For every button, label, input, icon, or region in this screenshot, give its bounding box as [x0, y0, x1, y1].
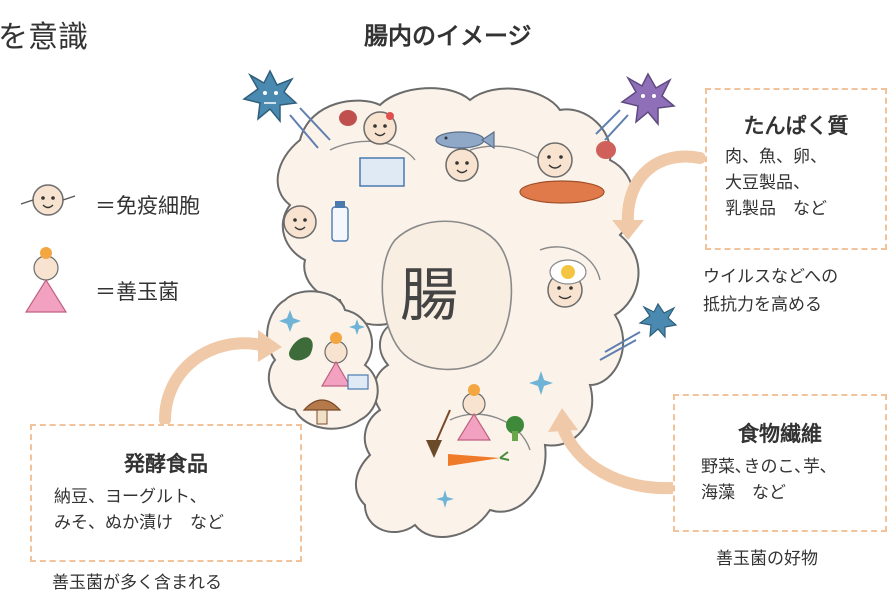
fermented-caption: 善玉菌が多く含まれる	[52, 573, 222, 593]
protein-line: 大豆製品、	[725, 173, 810, 193]
fiber-box: 食物繊維 野菜､きのこ､芋､ 海藻 など	[673, 394, 887, 532]
left-title-fragment: を意識	[0, 20, 88, 55]
fermented-line: みそ、ぬか漬け など	[54, 513, 224, 533]
meat-icon	[339, 110, 357, 126]
intestine-fold	[381, 220, 513, 371]
immune-cell-icon	[537, 142, 573, 178]
protein-caption: 抵抗力を高める	[703, 295, 822, 315]
fermented-title: 発酵食品	[124, 452, 208, 476]
broom-icon	[426, 409, 451, 458]
meat-icon	[596, 141, 616, 159]
immune-cell-icon	[445, 148, 479, 182]
immune-cell-icon	[20, 184, 76, 216]
immune-cell-icon	[283, 205, 317, 239]
protein-line: 肉、魚、卵、	[725, 147, 827, 167]
milk-icon	[331, 201, 349, 242]
motion-lines	[289, 107, 641, 361]
virus-icon	[242, 69, 298, 124]
fermented-box: 発酵食品 納豆、ヨーグルト、 みそ、ぬか漬け など	[30, 424, 302, 562]
natto-icon	[347, 374, 369, 390]
protein-line: 乳製品 など	[725, 199, 827, 219]
fish-icon	[435, 130, 495, 150]
fermented-line: 納豆、ヨーグルト、	[54, 487, 207, 507]
carrot-icon	[448, 451, 510, 466]
virus-icon	[638, 302, 678, 339]
arrow-protein	[612, 150, 706, 240]
protein-caption: ウイルスなどへの	[703, 267, 839, 287]
arrow-fiber	[548, 408, 678, 495]
protein-box: たんぱく質 肉、魚、卵、 大豆製品、 乳製品 など	[705, 88, 887, 250]
fiber-caption: 善玉菌の好物	[716, 549, 818, 569]
leaf-icon	[289, 337, 313, 361]
diagram-title: 腸内のイメージ	[364, 22, 532, 50]
virus-icon	[620, 72, 676, 127]
legend-good-bacteria-label: ＝善玉菌	[95, 280, 179, 304]
protein-title: たんぱく質	[743, 114, 849, 138]
tofu-icon	[359, 157, 405, 187]
good-bacteria-icon	[320, 332, 352, 387]
intestine-fold	[539, 246, 601, 281]
intestine-fold	[449, 413, 531, 451]
fiber-line: 野菜､きのこ､芋､	[701, 457, 829, 477]
immune-cell-icon	[363, 111, 397, 145]
good-bacteria-icon	[456, 384, 492, 441]
egg-icon	[549, 259, 587, 285]
intestine-lobe	[266, 290, 379, 430]
fiber-line: 海藻 など	[701, 483, 786, 503]
good-bacteria-icon	[24, 247, 68, 313]
mushroom-icon	[302, 399, 342, 425]
sparkle-icon	[279, 310, 553, 508]
fiber-title: 食物繊維	[738, 422, 822, 446]
legend-immune-cell-label: ＝免疫細胞	[95, 194, 200, 218]
broccoli-icon	[506, 416, 524, 441]
arrow-fermented	[159, 330, 282, 426]
sausage-icon	[519, 180, 605, 204]
intestine-label: 腸	[400, 261, 459, 329]
